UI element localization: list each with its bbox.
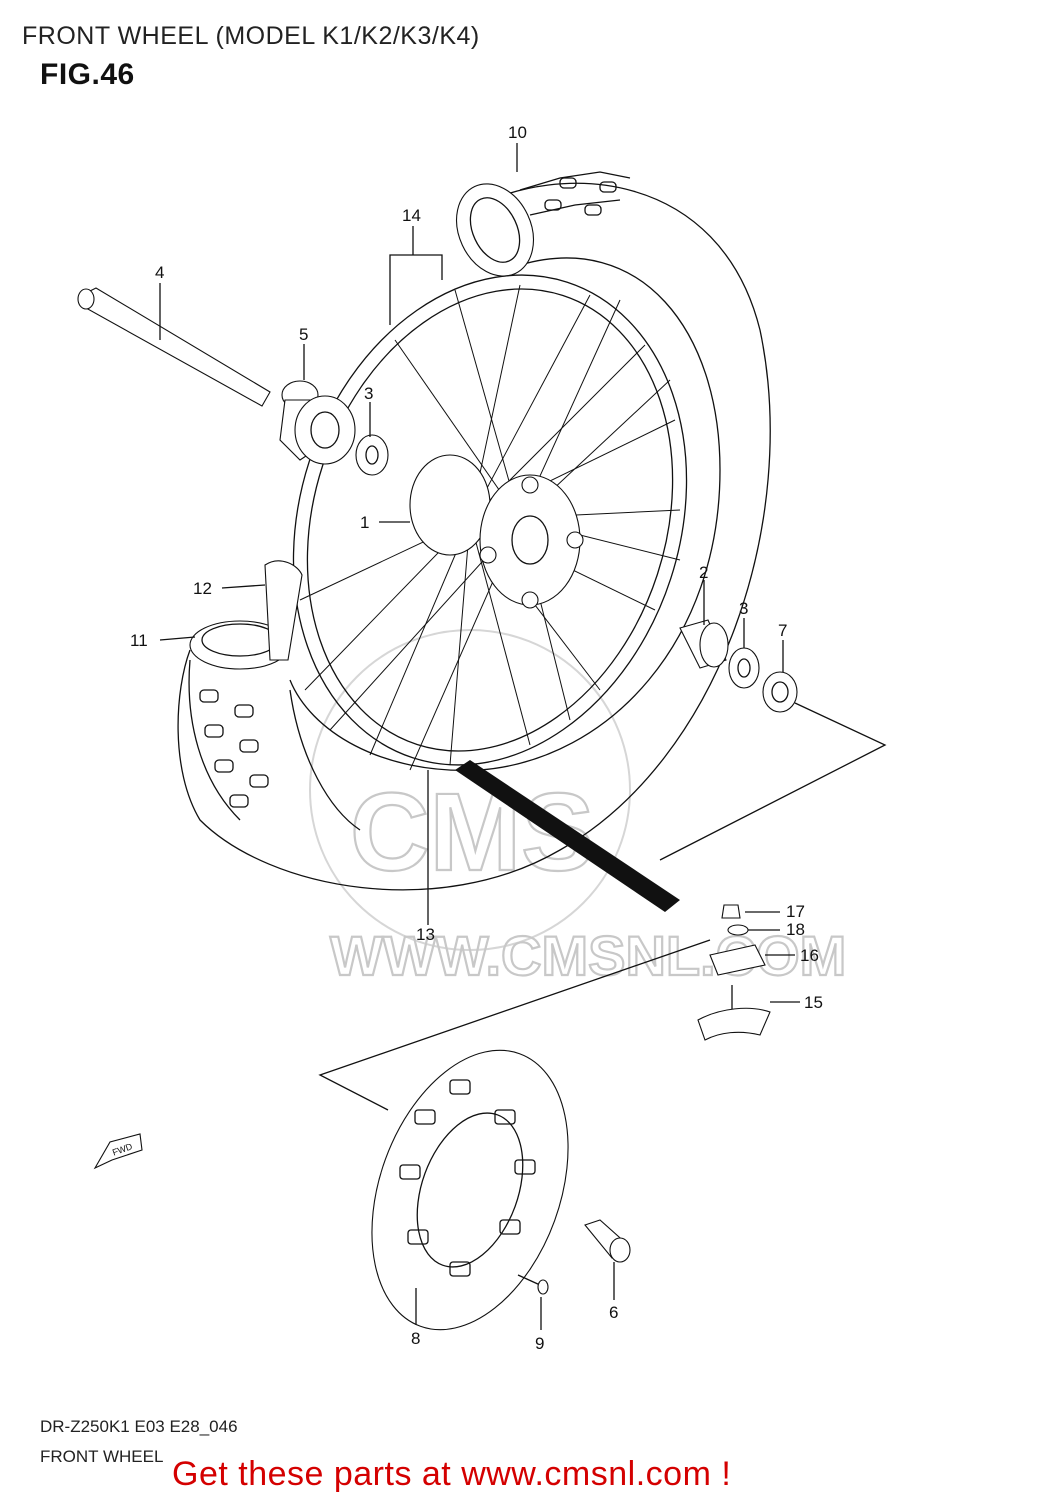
callout-1: 1 xyxy=(360,513,369,532)
callout-12: 12 xyxy=(193,579,212,598)
speedometer-gearbox xyxy=(279,380,356,465)
axle xyxy=(77,287,271,407)
model-code: DR-Z250K1 E03 E28_046 xyxy=(40,1417,238,1436)
section-name: FRONT WHEEL xyxy=(40,1447,164,1466)
callout-14: 14 xyxy=(402,206,421,225)
bearing-right xyxy=(728,647,760,689)
callout-3-left: 3 xyxy=(364,384,373,403)
rim xyxy=(292,274,688,766)
callout-5: 5 xyxy=(299,325,308,344)
callout-6: 6 xyxy=(609,1303,618,1322)
rim-band xyxy=(264,560,303,661)
collar xyxy=(584,1219,631,1263)
spacer xyxy=(679,619,729,669)
callout-4: 4 xyxy=(155,263,164,282)
disc-bolt xyxy=(517,1274,549,1295)
tire-tread xyxy=(199,177,617,808)
callout-7: 7 xyxy=(778,621,787,640)
bearing-left xyxy=(355,434,389,476)
callout-9: 9 xyxy=(535,1334,544,1353)
forward-arrow-icon: FWD xyxy=(93,1133,143,1170)
rim-lock xyxy=(697,904,771,1041)
callout-11: 11 xyxy=(130,631,148,650)
callout-17: 17 xyxy=(786,902,805,921)
cta-link[interactable]: Get these parts at www.cmsnl.com ! xyxy=(172,1455,732,1493)
brake-disc xyxy=(371,1049,569,1331)
callout-18: 18 xyxy=(786,920,805,939)
tire xyxy=(177,171,771,891)
hub xyxy=(409,454,584,609)
callout-3-right: 3 xyxy=(739,599,748,618)
watermark-url: WWW.CMSNL.COM xyxy=(330,924,846,987)
callout-13: 13 xyxy=(416,925,435,944)
callout-16: 16 xyxy=(800,946,819,965)
callouts: 10 14 4 5 3 1 12 11 2 3 7 13 17 18 16 15… xyxy=(130,123,823,1353)
figure-label: FIG.46 xyxy=(40,58,135,91)
callout-15: 15 xyxy=(804,993,823,1012)
callout-8: 8 xyxy=(411,1329,420,1348)
leader-lines xyxy=(159,143,887,1330)
callout-2: 2 xyxy=(699,563,708,582)
oil-seal xyxy=(762,671,798,713)
page-title: FRONT WHEEL (MODEL K1/K2/K3/K4) xyxy=(22,22,480,50)
callout-10: 10 xyxy=(508,123,527,142)
